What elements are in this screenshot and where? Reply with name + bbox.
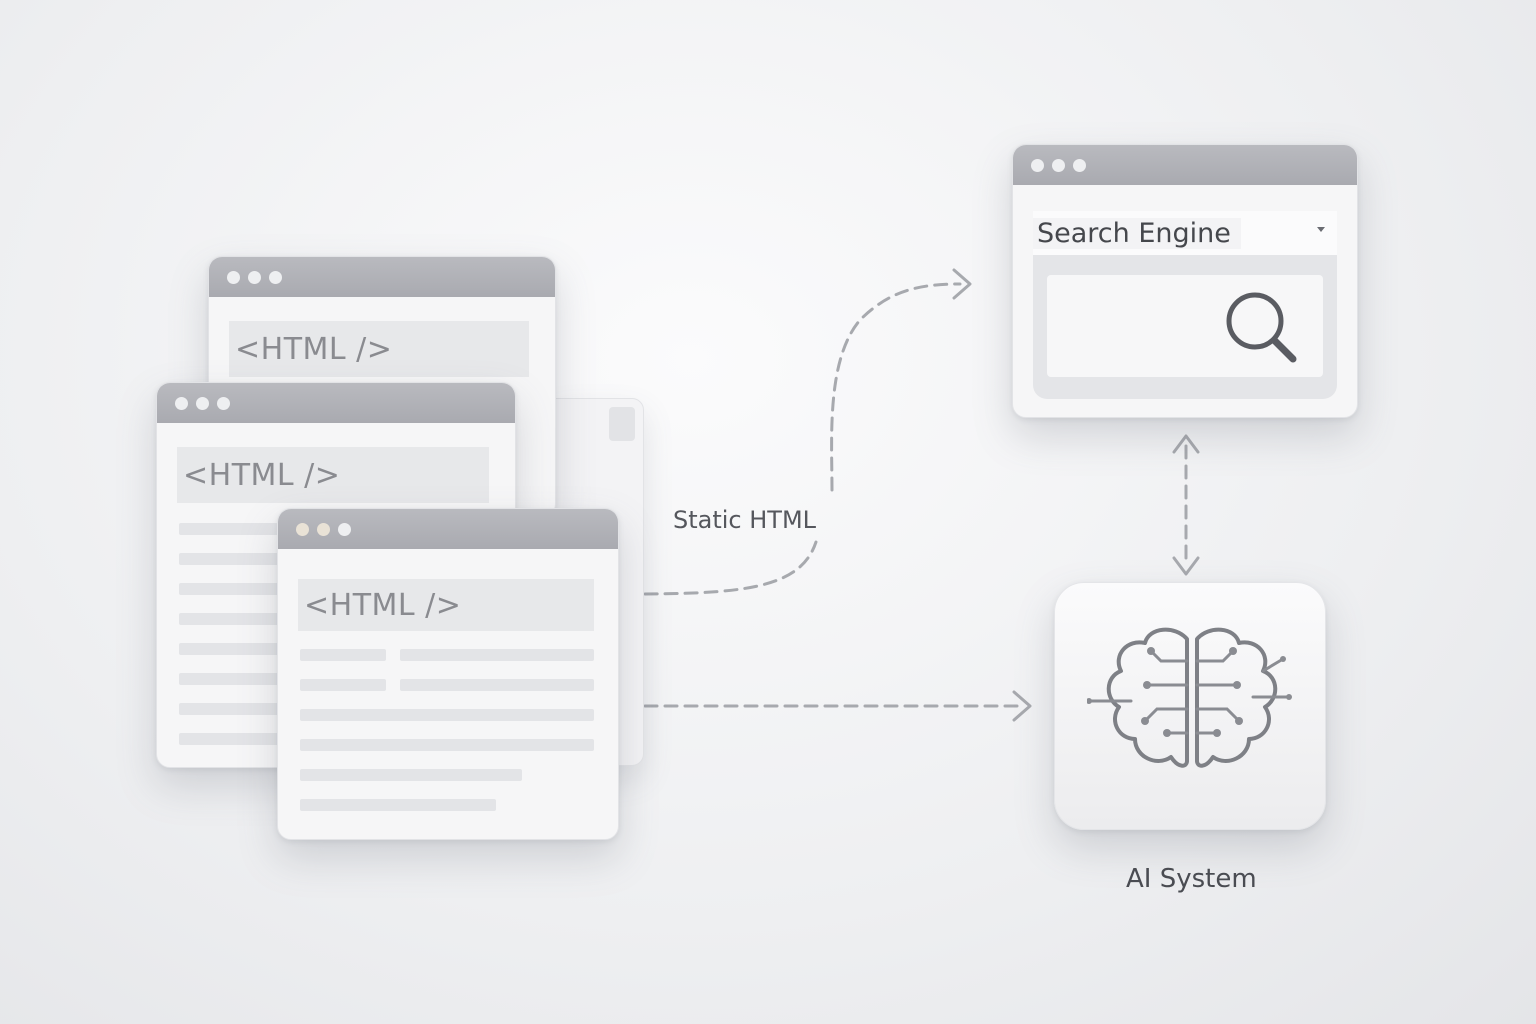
window-dot [227, 270, 240, 284]
text-line [400, 649, 594, 661]
document-tab [609, 407, 635, 441]
static-html-flow-arrow [623, 282, 962, 596]
arrowhead-search [952, 268, 972, 300]
text-line [179, 643, 289, 655]
window-dot [338, 522, 351, 536]
search-engine-window: Search Engine [1012, 144, 1358, 418]
text-line [300, 739, 594, 751]
text-line [300, 679, 386, 691]
text-line [300, 769, 522, 781]
window-dot [196, 396, 209, 410]
html-window-front: <HTML /> [277, 508, 619, 840]
window-dot [317, 522, 330, 536]
text-line [300, 649, 386, 661]
window-titlebar [278, 509, 618, 549]
window-dot [1052, 158, 1065, 172]
window-dot [1031, 158, 1044, 172]
search-engine-title: Search Engine [1033, 217, 1241, 249]
window-titlebar [1013, 145, 1357, 185]
ai-system-label: AI System [1126, 864, 1257, 894]
window-dot [248, 270, 261, 284]
text-line [179, 703, 289, 715]
window-dot [175, 396, 188, 410]
arrowhead-ai [1012, 690, 1032, 722]
text-line [179, 613, 289, 625]
ai-system-box [1054, 582, 1326, 830]
html-code-label: <HTML /> [177, 447, 489, 503]
arrowhead-down [1172, 556, 1200, 576]
text-line [400, 679, 594, 691]
window-dot [217, 396, 230, 410]
text-line [179, 673, 289, 685]
search-input[interactable] [1047, 275, 1323, 377]
text-line [179, 553, 289, 565]
static-html-label: Static HTML [673, 506, 817, 534]
window-dot [296, 522, 309, 536]
window-dot [269, 270, 282, 284]
text-line [179, 523, 289, 535]
text-line [300, 709, 594, 721]
magnifier-icon[interactable] [1219, 283, 1309, 373]
text-line [179, 733, 289, 745]
window-titlebar [157, 383, 515, 423]
search-panel [1033, 255, 1337, 399]
html-code-label: <HTML /> [229, 321, 529, 377]
search-engine-selector[interactable]: Search Engine [1033, 211, 1337, 255]
arrowhead-up [1172, 434, 1200, 454]
chevron-down-icon [1317, 227, 1325, 232]
window-titlebar [209, 257, 555, 297]
text-line [300, 799, 496, 811]
brain-circuit-icon [1087, 627, 1292, 768]
window-dot [1073, 158, 1086, 172]
text-line [179, 583, 289, 595]
html-code-label: <HTML /> [298, 579, 594, 631]
